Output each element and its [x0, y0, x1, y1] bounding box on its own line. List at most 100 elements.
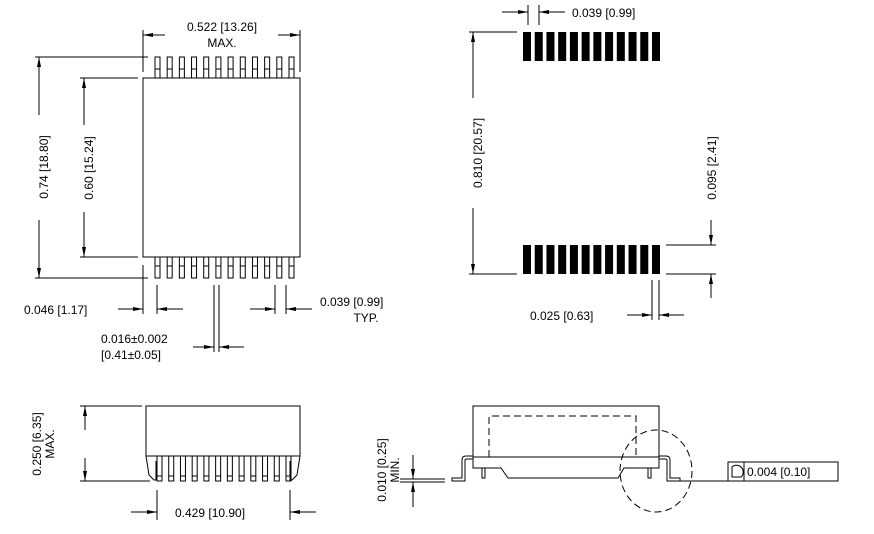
pad: [534, 245, 543, 274]
pin: [178, 257, 185, 279]
pitch-dimension: 0.039 [0.99] TYP.: [250, 285, 383, 325]
pin: [251, 257, 258, 279]
standoff-label: 0.010 [0.25]: [375, 438, 389, 501]
side-pin: [179, 456, 186, 482]
side-pin: [285, 456, 292, 482]
pin: [215, 257, 222, 279]
lead-width-label: 0.016±0.002: [101, 332, 168, 346]
standoff-dimension: 0.010 [0.25] MIN.: [375, 438, 415, 507]
pin: [264, 56, 271, 78]
overall-length-label: 0.74 [18.80]: [37, 135, 51, 198]
footprint-span-dimension: 0.810 [20.57]: [469, 31, 517, 275]
side-pin: [238, 456, 245, 482]
width-dimension: 0.522 [13.26] MAX.: [142, 20, 301, 72]
pitch-label: 0.039 [0.99]: [320, 295, 383, 309]
side-pin: [273, 456, 280, 482]
pin: [239, 56, 246, 78]
pad: [569, 32, 578, 61]
side-pin: [168, 456, 175, 482]
pad-length-label: 0.095 [2.41]: [705, 136, 719, 199]
right-gull-lead: [659, 455, 681, 482]
top-view: 0.522 [13.26] MAX. 0.74 [18.80] 0.60 [15…: [24, 20, 383, 362]
pad-width-dimension: 0.025 [0.63]: [530, 280, 684, 323]
internal-outline: [488, 415, 637, 457]
package-body: [142, 77, 301, 258]
pin: [203, 257, 210, 279]
pad: [628, 32, 637, 61]
pin: [166, 257, 173, 279]
pin: [154, 257, 161, 279]
pad: [558, 245, 567, 274]
pad: [652, 245, 660, 274]
side-pin: [226, 456, 233, 482]
footprint-pitch-label: 0.039 [0.99]: [572, 6, 635, 20]
side-pin: [203, 456, 210, 482]
side-pin: [250, 456, 257, 482]
detail-circle: [619, 429, 693, 513]
pad: [605, 245, 614, 274]
pin: [166, 56, 173, 78]
pin: [227, 257, 234, 279]
lead-span-dimension: 0.429 [10.90]: [131, 490, 316, 520]
pad: [593, 32, 602, 61]
pin: [288, 257, 295, 279]
pad: [640, 245, 649, 274]
pad: [628, 245, 637, 274]
pad: [523, 245, 531, 274]
top-pin-row: [154, 56, 295, 78]
side-pin: [215, 456, 222, 482]
pad: [546, 32, 555, 61]
footprint-bottom-pads: [523, 245, 660, 274]
pin: [288, 56, 295, 78]
side-body: [145, 405, 301, 457]
pin: [191, 56, 198, 78]
pad: [546, 245, 555, 274]
side-pin: [156, 456, 163, 482]
pin: [191, 257, 198, 279]
width-note-label: MAX.: [207, 36, 236, 50]
edge-offset-label: 0.046 [1.17]: [24, 303, 87, 317]
pin: [276, 56, 283, 78]
end-view: 0.010 [0.25] MIN. 0.004 [0.10]: [375, 405, 839, 513]
pin: [227, 56, 234, 78]
lead-width-dimension: 0.016±0.002 [0.41±0.05]: [101, 285, 244, 362]
pad: [605, 32, 614, 61]
coplanarity-label: 0.004 [0.10]: [747, 465, 810, 479]
pad: [569, 245, 578, 274]
left-gull-lead: [451, 455, 473, 482]
footprint-top-pads: [523, 32, 660, 61]
pad: [581, 32, 590, 61]
footprint-view: 0.039 [0.99] 0.810 [20.57] 0.095 [2.41] …: [469, 5, 719, 323]
pad: [523, 32, 531, 61]
body-length-dimension: 0.60 [15.24]: [80, 77, 138, 258]
pad: [652, 32, 660, 61]
body-length-label: 0.60 [15.24]: [82, 136, 96, 199]
side-view: 0.250 [6.35] MAX. 0.429 [10.90]: [30, 405, 316, 520]
standoff-note: MIN.: [388, 457, 402, 482]
lead-width-metric-label: [0.41±0.05]: [101, 348, 161, 362]
pin: [264, 257, 271, 279]
side-pin: [262, 456, 269, 482]
height-label: 0.250 [6.35]: [30, 412, 44, 475]
pitch-note: TYP.: [353, 311, 378, 325]
pad: [616, 245, 625, 274]
height-dimension: 0.250 [6.35] MAX.: [30, 405, 150, 482]
end-body: [472, 405, 660, 458]
side-pins: [156, 456, 292, 482]
pin: [251, 56, 258, 78]
pad: [558, 32, 567, 61]
pad: [581, 245, 590, 274]
pin: [203, 56, 210, 78]
pad-length-dimension: 0.095 [2.41]: [666, 136, 719, 298]
pin: [239, 257, 246, 279]
pin: [215, 56, 222, 78]
pad: [534, 32, 543, 61]
footprint-pitch-dimension: 0.039 [0.99]: [502, 5, 635, 25]
pad: [640, 32, 649, 61]
width-dim-label: 0.522 [13.26]: [187, 20, 257, 34]
edge-offset-dimension: 0.046 [1.17]: [24, 265, 183, 317]
profile-tolerance-icon: [731, 464, 744, 478]
side-pin: [191, 456, 198, 482]
